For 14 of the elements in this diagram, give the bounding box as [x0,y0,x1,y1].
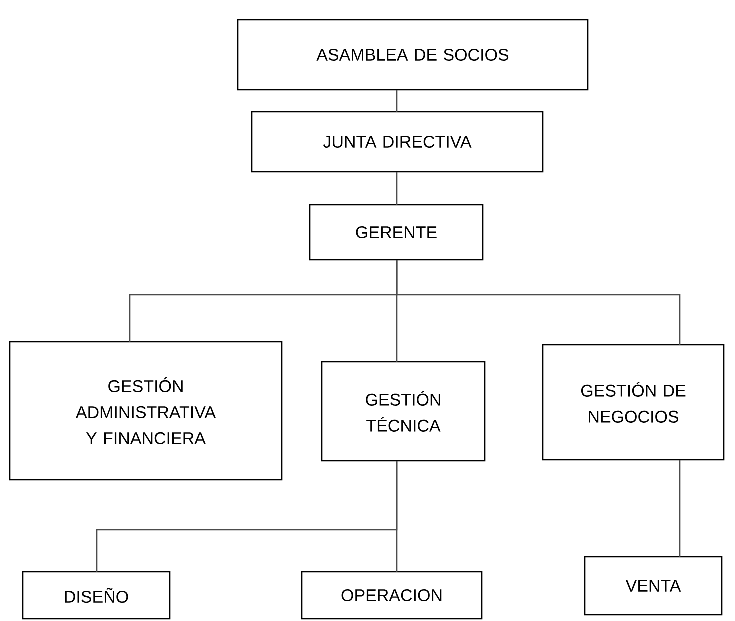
connector-line [396,260,681,345]
org-box: OPERACION [301,571,483,620]
org-box: VENTA [584,556,723,616]
connector-line [396,90,398,112]
connector-line [396,461,398,572]
org-box: GESTIÓN TÉCNICA [321,361,486,462]
org-box: JUNTA DIRECTIVA [251,111,544,173]
connector-line [396,172,398,205]
connector-line [679,460,681,557]
org-box: GESTIÓN DE NEGOCIOS [542,344,725,461]
org-box: ASAMBLEA DE SOCIOS [237,19,589,91]
org-box: DISEÑO [22,571,171,620]
org-box: GESTIÓN ADMINISTRATIVA Y FINANCIERA [9,341,283,481]
org-box: GERENTE [309,204,484,261]
